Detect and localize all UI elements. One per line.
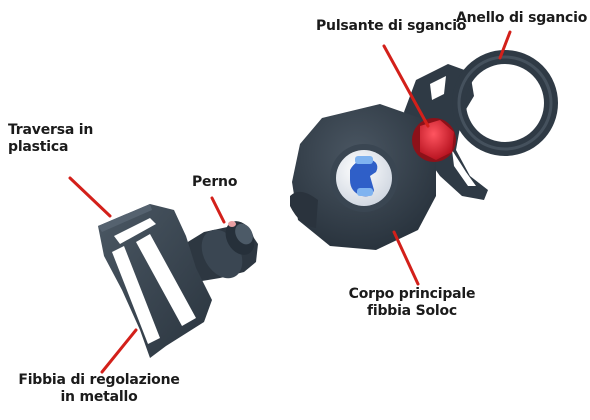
adjustment-buckle-assembly bbox=[98, 204, 258, 358]
pin-part bbox=[178, 221, 258, 282]
label-adjustment-buckle: Fibbia di regolazione in metallo bbox=[14, 372, 184, 406]
label-pin-text: Perno bbox=[192, 174, 238, 190]
label-crossbar-line-2: plastica bbox=[8, 139, 69, 155]
soloc-main-body-assembly bbox=[290, 50, 558, 250]
leader-line-fibbia bbox=[100, 328, 138, 374]
release-button-part bbox=[412, 118, 456, 162]
label-adjustment-buckle-line-2: in metallo bbox=[60, 389, 138, 405]
label-main-body-line-2: fibbia Soloc bbox=[366, 303, 458, 319]
label-release-ring-text: Anello di sgancio bbox=[456, 10, 588, 26]
plastic-crossbar-part bbox=[98, 204, 212, 358]
leader-line-pulsante bbox=[382, 44, 430, 128]
label-crossbar-line-1: Traversa in bbox=[8, 122, 94, 138]
label-release-button: Pulsante di sgancio bbox=[316, 18, 466, 35]
leader-line-corpo bbox=[392, 230, 420, 286]
label-pin: Perno bbox=[192, 174, 237, 191]
label-main-body-line-1: Corpo principale bbox=[348, 286, 476, 302]
leader-line-perno bbox=[210, 196, 226, 224]
leader-line-traversa bbox=[68, 176, 112, 218]
leader-lines bbox=[68, 30, 512, 374]
leader-line-anello bbox=[498, 30, 512, 60]
soloc-logo-icon bbox=[350, 156, 378, 197]
label-crossbar: Traversa in plastica bbox=[8, 122, 93, 156]
label-adjustment-buckle-line-1: Fibbia di regolazione bbox=[18, 372, 180, 388]
label-main-body: Corpo principale fibbia Soloc bbox=[342, 286, 482, 320]
label-release-button-text: Pulsante di sgancio bbox=[316, 18, 467, 34]
label-release-ring: Anello di sgancio bbox=[456, 10, 587, 27]
